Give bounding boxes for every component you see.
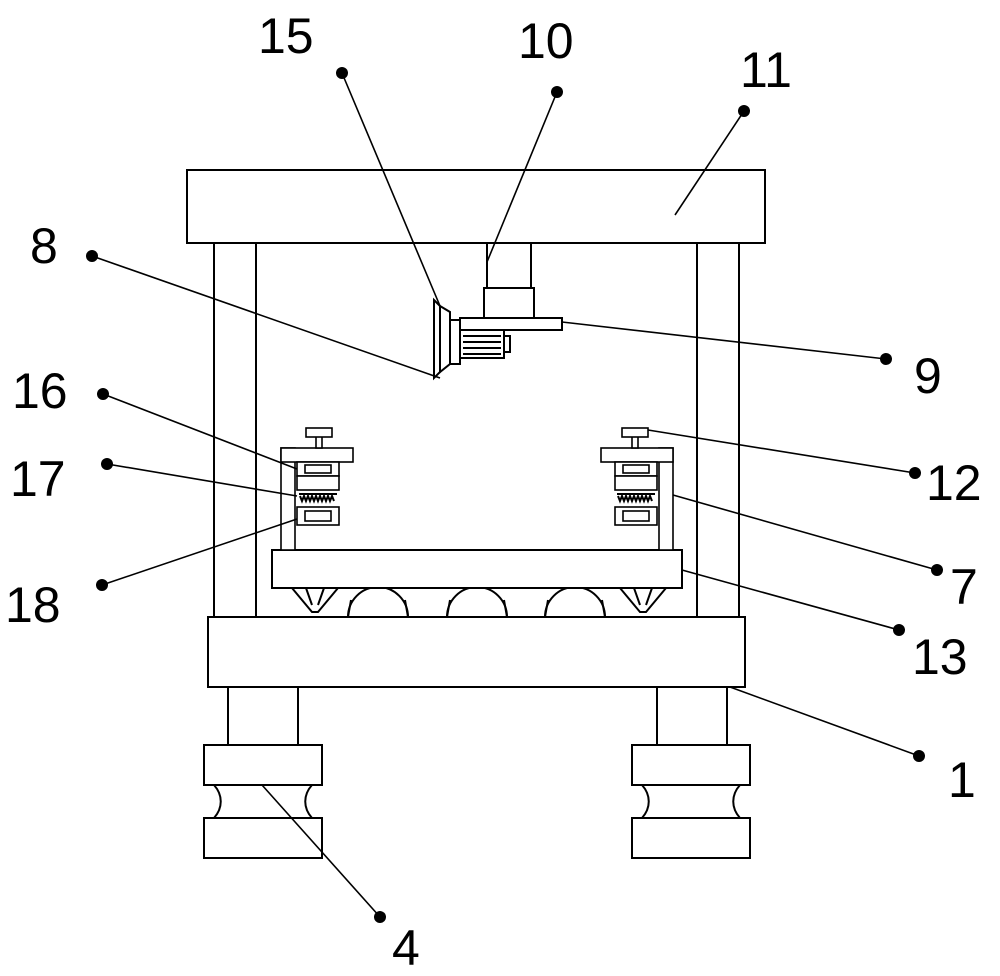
callout-1: 1 — [948, 752, 976, 808]
callout-dots — [86, 67, 943, 923]
cylinder-body — [483, 287, 535, 319]
callout-17: 17 — [10, 451, 66, 507]
leader-lines — [91, 72, 938, 918]
callout-labels: 15 10 11 8 9 16 12 17 18 7 13 1 4 — [5, 8, 982, 976]
right-leg — [656, 686, 728, 746]
callout-13: 13 — [912, 629, 968, 685]
callout-10: 10 — [518, 13, 574, 69]
callout-7: 7 — [950, 559, 978, 615]
callout-15: 15 — [258, 8, 314, 64]
callout-8: 8 — [30, 218, 58, 274]
roller-row — [347, 586, 606, 618]
left-clamp — [280, 427, 354, 551]
callout-4: 4 — [392, 920, 420, 976]
right-support — [619, 587, 667, 613]
callout-12: 12 — [926, 455, 982, 511]
top-beam — [186, 169, 766, 244]
left-support — [291, 587, 339, 613]
right-foot — [631, 744, 751, 859]
right-column — [696, 242, 740, 618]
left-column — [213, 242, 257, 618]
callout-9: 9 — [914, 348, 942, 404]
callout-16: 16 — [12, 363, 68, 419]
cylinder-rod — [486, 242, 532, 294]
motor-mount-arm — [459, 317, 563, 331]
left-foot — [203, 744, 323, 859]
right-clamp — [600, 427, 674, 551]
callout-11: 11 — [740, 42, 792, 98]
left-leg — [227, 686, 299, 746]
callout-18: 18 — [5, 577, 61, 633]
work-table — [271, 549, 683, 589]
cutting-disc — [433, 297, 451, 381]
base-plate — [207, 616, 746, 688]
